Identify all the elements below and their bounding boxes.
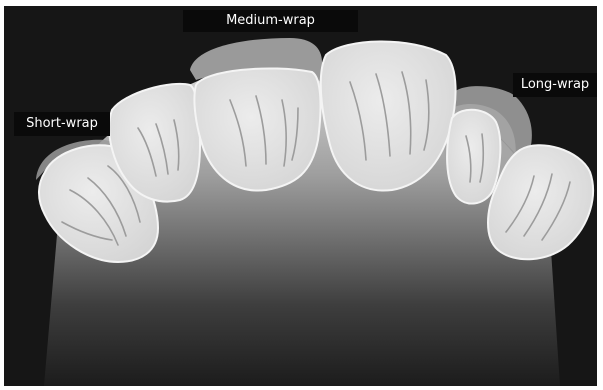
long-wrap-label: Long-wrap <box>513 73 597 97</box>
short-wrap-label: Short-wrap <box>14 112 110 136</box>
medium-wrap-label: Medium-wrap <box>183 10 358 32</box>
tooth-right-lateral <box>447 110 500 204</box>
